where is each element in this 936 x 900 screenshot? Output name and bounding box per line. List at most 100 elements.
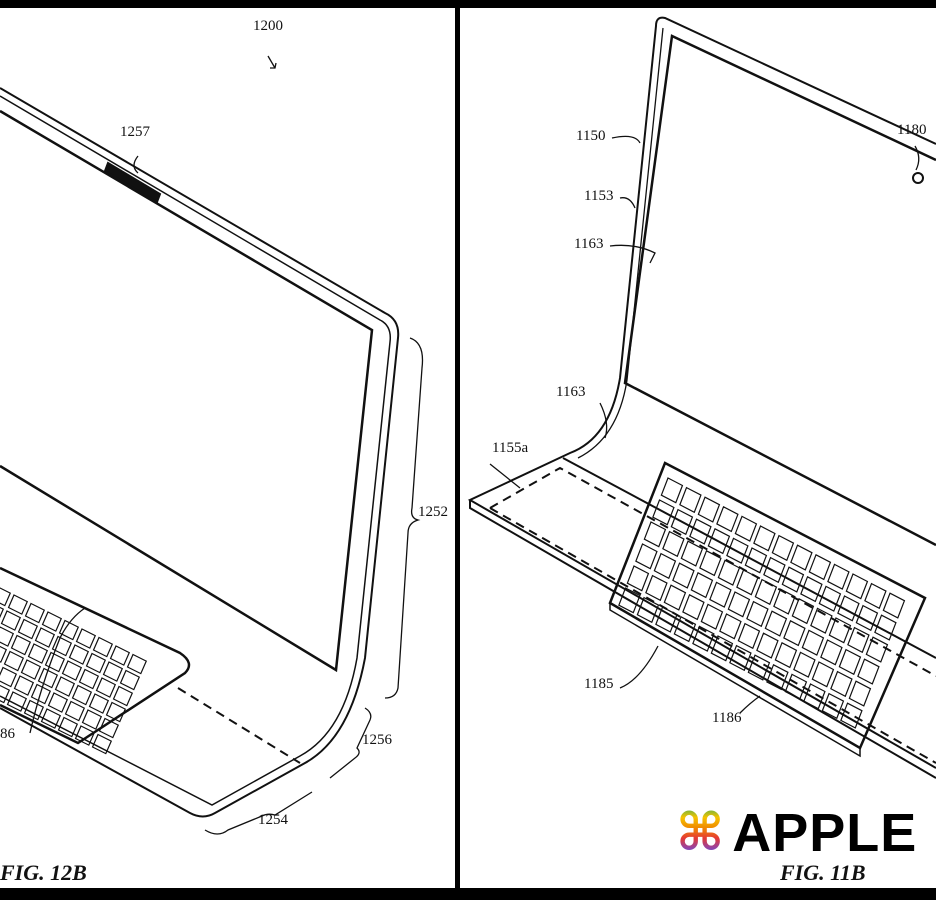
keyboard-key	[51, 635, 73, 657]
keyboard-key	[747, 654, 771, 681]
label-1257: 1257	[120, 124, 150, 140]
keyboard-key	[690, 571, 714, 599]
keyboard-key	[6, 691, 28, 712]
keyboard-key	[78, 668, 100, 690]
keyboard-key	[810, 607, 833, 634]
keyboard-key	[679, 486, 702, 514]
keyboard-key	[102, 661, 124, 682]
keyboard-key	[753, 525, 776, 552]
keyboard-key	[71, 684, 93, 706]
keyboard-key	[847, 626, 870, 654]
keyboard-key	[655, 606, 678, 633]
keyboard-key	[85, 652, 107, 674]
keyboard-key	[0, 606, 5, 619]
keyboard-key	[109, 645, 131, 666]
keyboard-key	[865, 636, 889, 663]
keyboard-key	[882, 592, 906, 619]
keyboard-key	[91, 733, 113, 755]
label-1163-lower: 1163	[556, 384, 586, 400]
keyboard-key	[800, 575, 823, 603]
keyboard-key	[643, 521, 667, 548]
keyboard-key	[845, 573, 869, 600]
keyboard-key	[0, 587, 12, 607]
keyboard-key	[783, 619, 806, 647]
label-1186: 1186	[712, 710, 742, 726]
keyboard-key	[689, 518, 712, 545]
keyboard-key	[41, 611, 63, 632]
figure-caption-12b: FIG. 12B	[0, 860, 87, 885]
keyboard-key	[737, 622, 761, 650]
label-1150: 1150	[576, 128, 606, 144]
keyboard-key	[803, 683, 826, 710]
keyboard-key	[784, 673, 808, 700]
figure-12b-panel: 1200 1257 1252 1256 1254 86 FIG. 12B	[0, 8, 455, 888]
keyboard-key	[81, 709, 103, 730]
keyboard-key	[663, 584, 687, 611]
keyboard-key	[707, 527, 731, 555]
keyboard-key	[790, 544, 813, 571]
keyboard-key	[44, 651, 66, 673]
keyboard-key	[34, 627, 56, 648]
label-1200: 1200	[253, 18, 283, 34]
label-1153: 1153	[584, 188, 614, 204]
keyboard-key	[88, 693, 110, 714]
keyboard-key	[744, 547, 768, 574]
keyboard-key	[692, 625, 715, 652]
keyboard-key	[874, 614, 897, 641]
keyboard-key	[635, 543, 658, 570]
keyboard-key	[58, 619, 80, 641]
keyboard-key	[857, 658, 880, 685]
keyboard-key	[746, 600, 769, 628]
keyboard-key	[618, 587, 641, 614]
label-1185: 1185	[584, 676, 614, 692]
keyboard-key	[636, 596, 660, 624]
keyboard-key	[837, 595, 860, 622]
keyboard-key	[54, 676, 76, 697]
keyboard-key	[112, 685, 134, 707]
keyboard-key	[645, 574, 668, 602]
label-1180: 1180	[897, 122, 927, 138]
keyboard-key	[756, 632, 779, 659]
keyboard-key	[670, 508, 694, 536]
keyboard-key	[10, 634, 32, 656]
keyboard-key	[774, 641, 798, 669]
keyboard-key	[771, 534, 795, 562]
keyboard-key	[717, 559, 741, 586]
keyboard-key	[838, 648, 862, 676]
keyboard-key	[0, 645, 8, 663]
keyboard-key	[773, 588, 796, 615]
keyboard-key	[700, 603, 724, 630]
keyboard-key	[781, 566, 805, 593]
keyboard-key	[0, 684, 11, 704]
keyboard-key	[92, 636, 114, 658]
watermark-text: APPLE	[732, 803, 918, 863]
keyboard-key	[682, 593, 705, 621]
keyboard-key	[709, 581, 732, 608]
keyboard-key	[673, 615, 697, 643]
keyboard-key	[726, 537, 749, 564]
keyboard-key	[126, 653, 148, 675]
keyboard-key	[23, 699, 45, 721]
keyboard-key	[17, 618, 39, 640]
label-86: 86	[0, 726, 15, 742]
figure-11b-drawing	[467, 16, 936, 779]
keyboard-key	[13, 675, 35, 696]
keyboard-key	[20, 659, 42, 680]
keyboard-key	[672, 562, 695, 589]
keyboard-key	[808, 553, 832, 581]
keyboard-key	[626, 565, 650, 592]
keyboard-key	[98, 717, 120, 739]
label-1155a: 1155a	[492, 440, 529, 456]
command-key-icon: ⌘	[676, 803, 725, 863]
keyboard-key	[719, 613, 742, 640]
label-1252: 1252	[418, 504, 448, 520]
keyboard-key	[662, 530, 685, 558]
keyboard-key	[729, 644, 752, 672]
keyboard-key	[848, 680, 872, 707]
keyboard-key	[766, 663, 789, 691]
keyboard-key	[699, 549, 722, 577]
keyboard-key	[61, 660, 83, 681]
watermark-logo: ⌘ APPLE	[676, 806, 917, 860]
keyboard-key	[793, 651, 816, 678]
keyboard-key	[855, 604, 879, 632]
